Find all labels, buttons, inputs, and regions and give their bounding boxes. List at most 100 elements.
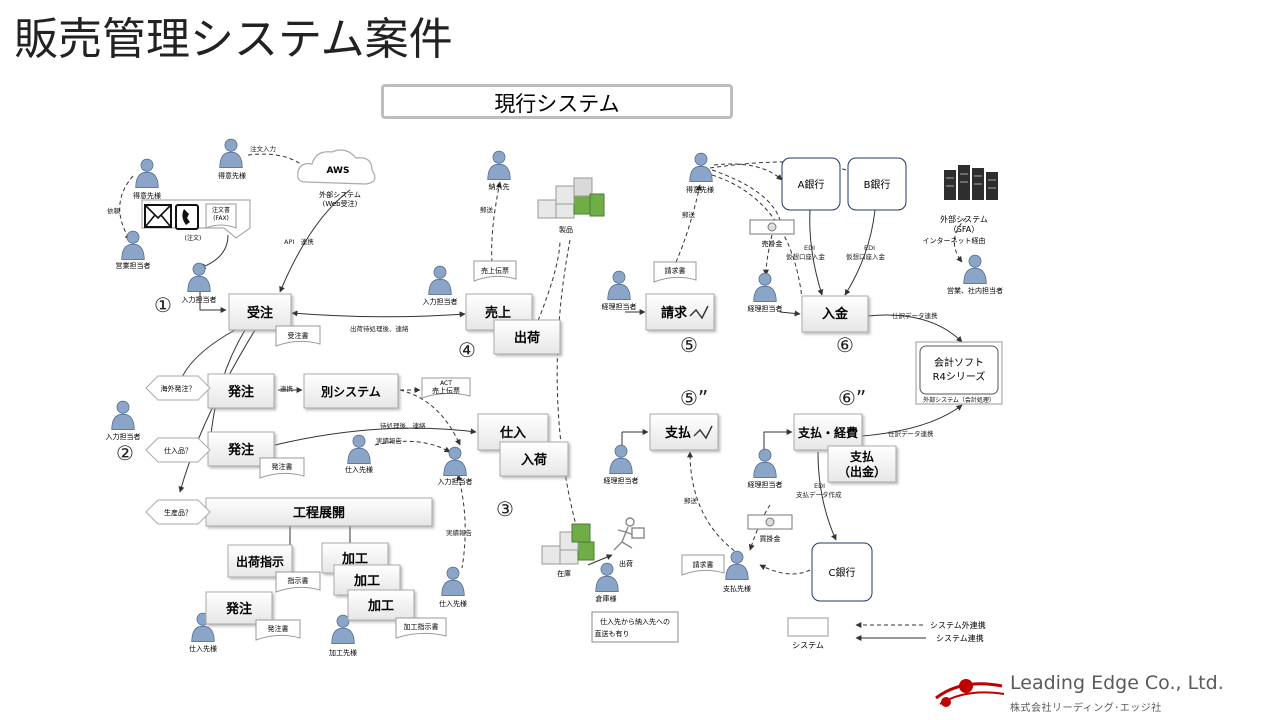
person-icon: 入力担当者 [182,262,217,304]
doc-label: 売掛金 [762,239,783,248]
box-shukka: 出荷 [493,319,561,355]
step-number: ③ [496,497,514,521]
person-icon: 得意先様 [686,152,714,194]
doc-label: 発注書 [272,462,293,471]
stock-cubes-icon [541,523,595,565]
decision-label: 生産品？ [164,508,192,517]
box-shiharai: 支払 [649,413,719,451]
edge-label: EDI [814,482,825,490]
edge-label: 実績報告 [446,528,473,537]
box-seikyu: 請求 [645,293,715,331]
person-icon: 経理担当者 [748,272,783,313]
box-label: 出荷 [514,330,540,346]
person-label: 入力担当者 [438,477,473,486]
people: 得意先様 得意先様 営業担当者 入力担当者 納入先 入力担当者 得意先様 経理担… [106,138,1003,657]
doc-label: 加工指示書 [404,622,439,631]
box-nyuka: 入荷 [499,441,569,477]
doc-label: 請求書 [665,266,686,275]
doc-label: 売上伝票 [481,266,509,275]
person-icon: 納入先 [487,150,511,191]
edge-label: 注文入力 [250,144,276,153]
step-number: ① [154,293,172,317]
box-label: 支払 [849,449,874,464]
box-label: 売上 [485,305,511,321]
box-label: 支払・経費 [797,425,858,440]
aws-label: AWS [327,166,350,176]
edge-label: 待処理後、連絡 [380,421,426,430]
fax-label: 注文書 [212,206,230,214]
person-icon: 入力担当者 [106,400,141,441]
documents: 受注書 売上伝票 請求書 売掛金 ACT 売上伝票 発注書 指示書 発注書 加工… [255,219,795,643]
page-title: 販売管理システム案件 [14,14,453,65]
edge-label: 出荷待処理後、連絡 [350,324,409,333]
edge-label: 郵送 [480,205,494,214]
edge-label: 仮想口座入金 [846,252,886,261]
person-label: 仕入先様 [189,644,217,653]
edge-label: 仕訳データ連携 [892,311,938,320]
edge-label: 仮想口座入金 [786,252,826,261]
product-label: 製品 [559,225,573,234]
box-label: 加工 [367,599,394,614]
aws-cloud-icon: AWS [297,149,376,185]
person-icon: 加工先様 [329,614,357,657]
edge-label: 依頼 [107,206,121,215]
decision-shiirehin: 仕入品？ [145,437,211,463]
bank-label: A銀行 [798,178,825,191]
box-label: 受注 [247,305,273,321]
box-label: 入荷 [521,452,547,468]
step-number: ⑥” [838,386,866,410]
edge-label: 仕訳データ連携 [888,429,934,438]
logo-mark-icon [935,679,1005,707]
person-label: 入力担当者 [106,432,141,441]
bank-label: B銀行 [864,178,891,191]
box-nyukin: 入金 [801,295,869,333]
person-label: 加工先様 [329,648,357,657]
doc-label: 売上伝票 [432,386,460,395]
doc-label: 仕入先から納入先への [600,617,670,626]
person-icon: 仕入先様 [345,434,373,474]
doc-uriage: 売上伝票 [473,260,517,282]
doc-label: 買掛金 [760,534,781,543]
person-label: 仕入先様 [439,599,467,608]
person-icon: 支払先様 [723,550,751,593]
person-icon: 仕入先様 [189,612,217,653]
person-label: 得意先様 [218,171,246,180]
legend-system-label: システム [792,641,824,650]
box-label: 加工 [341,552,368,567]
running-man-icon [613,517,645,551]
person-label: 得意先様 [686,185,714,194]
check-icon [689,305,709,320]
person-icon: 得意先様 [218,138,246,180]
box-label: 発注 [227,384,254,400]
box-label: 入金 [822,306,849,322]
edge-label: 郵送 [682,210,696,219]
bank-label: C銀行 [829,566,856,579]
doc-kako-shijisho: 加工指示書 [395,617,447,639]
step-number: ⑤ [680,333,698,357]
legend: システム システム外連携 システム連携 [787,617,986,650]
person-label: 営業、社内担当者 [947,286,1003,295]
decision-kaigai: 海外発注？ [145,375,211,401]
logo-name: Leading Edge Co., Ltd. [1010,672,1224,694]
doc-act: ACT 売上伝票 [421,377,471,399]
box-label: （出金） [838,464,886,479]
doc-label: 直送も有り [595,629,630,638]
doc-juchusho: 受注書 [275,325,321,347]
edge-label: API 連携 [284,237,314,246]
doc-label: 請求書 [693,560,714,569]
doc-kaikake: 買掛金 [747,514,793,543]
box-shiharai-shukkin: 支払 （出金） [827,445,897,483]
web-system-label: 外部システム [319,190,361,199]
accounting-software: 会計ソフト R4シリーズ 外部システム（会計処理） [915,341,1003,405]
person-label: 仕入先様 [345,465,373,474]
doc-hatchusho1: 発注書 [259,457,305,479]
step-number: ④ [458,338,476,362]
box-hatchu3: 発注 [205,591,273,625]
legend-in-label: システム連携 [936,633,984,643]
box-label: 発注 [225,601,252,617]
edge-label: 実績報告 [376,436,403,445]
fax-label-2: (FAX) [213,215,229,222]
decision-label: 仕入品？ [164,446,192,455]
person-label: 入力担当者 [423,297,458,306]
